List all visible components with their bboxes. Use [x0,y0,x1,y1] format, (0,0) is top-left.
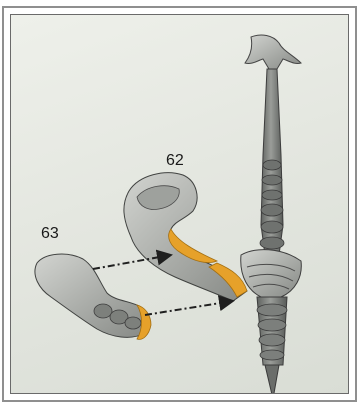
assembly-arrow-lower [145,301,233,315]
assembly-illustration [11,15,349,394]
part-label-62: 62 [166,152,184,170]
arm-part-62 [124,173,247,301]
illustration-panel: 62 63 [10,14,349,394]
illustration-frame: 62 63 [2,6,357,402]
part-label-63: 63 [41,225,59,243]
sword-part [241,35,302,394]
arm-part-63 [35,254,151,339]
